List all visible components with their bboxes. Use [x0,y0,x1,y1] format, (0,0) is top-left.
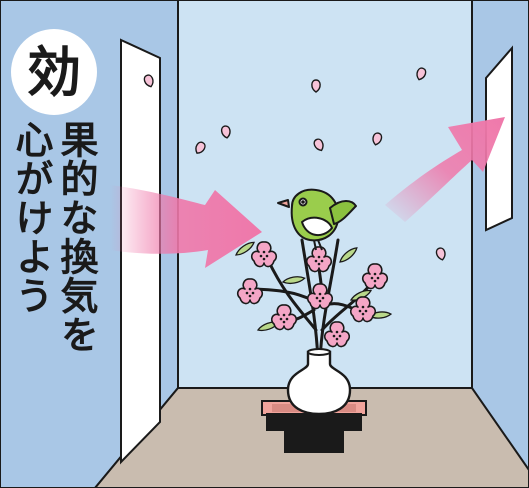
window-icon [485,45,513,232]
petal-icon [311,79,321,93]
caption-line-2: 心がけよう [9,120,54,315]
caption-line-1: 果的な換気を [54,120,99,354]
effect-badge: 効 [11,29,97,115]
airflow-arrow-icon [385,117,505,222]
badge-character: 効 [27,40,81,104]
airflow-arrow-icon [110,185,262,268]
vase-icon [286,350,352,416]
bird-icon [277,188,357,251]
